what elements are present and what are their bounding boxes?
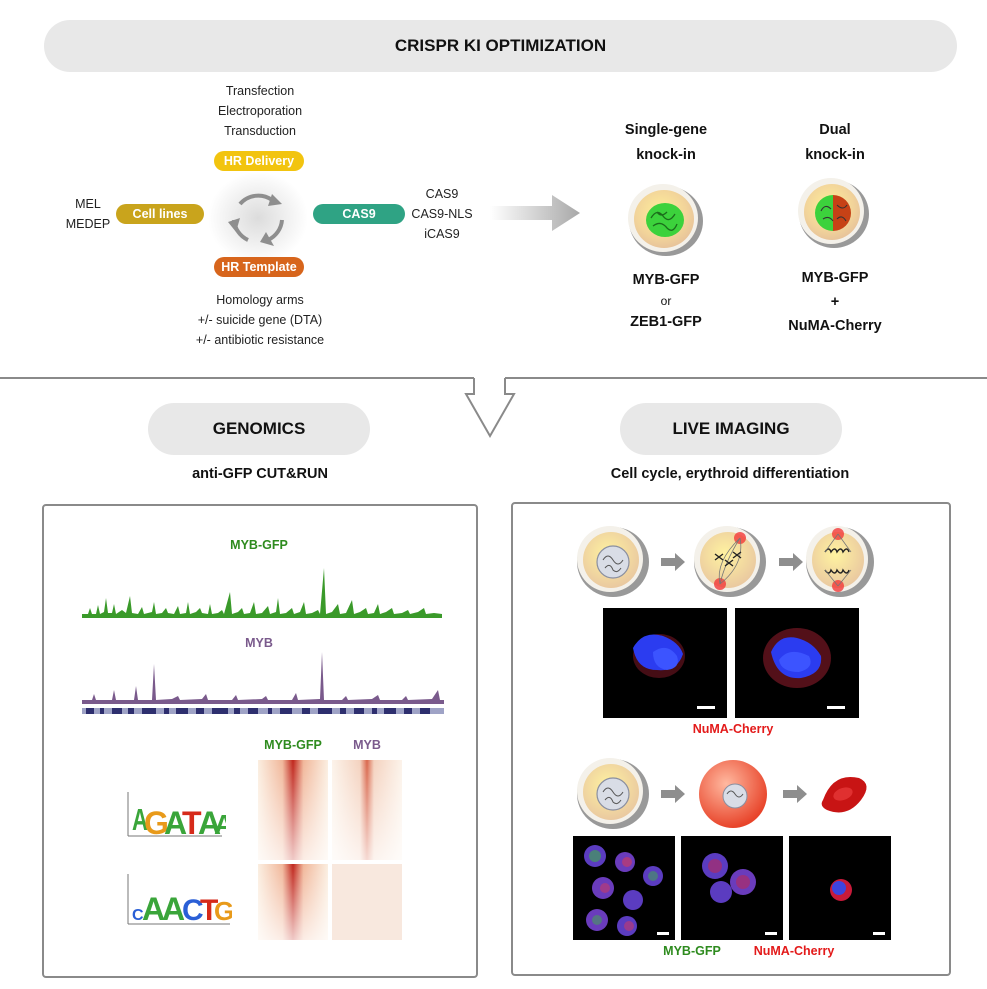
svg-text:A: A [132,802,148,837]
dual-title-1: Dual [819,122,851,138]
svg-text:T: T [182,805,202,841]
dual-line-1: MYB-GFP [801,270,869,286]
genomics-title: GENOMICS [212,419,306,438]
single-knockin-title: Single-gene knock-in [596,118,736,168]
hr-delivery-tag: HR Delivery [214,151,304,171]
cycle-icon [208,172,308,264]
erythroblast-cell [699,760,767,828]
track-label-myb-gfp: MYB-GFP [230,538,288,552]
method-electroporation: Electroporation [217,104,303,118]
differentiation-diagram [577,758,867,829]
hr-template-tag: HR Template [214,257,304,277]
label-myb-gfp-bottom: MYB-GFP [663,944,721,958]
section-divider [0,377,987,439]
template-homology: Homology arms [216,293,304,307]
single-title-1: Single-gene [624,122,708,138]
dual-title-2: knock-in [805,147,865,163]
erythrocyte-cell [821,776,867,813]
prometaphase-cell [694,526,766,597]
dual-plus: + [830,294,840,310]
heatmap-label-myb: MYB [353,738,381,752]
svg-text:T: T [200,894,218,927]
microscopy-diff-3 [789,836,891,940]
cas9-variant-1: CAS9 [425,187,459,201]
imaging-banner: LIVE IMAGING [620,403,842,455]
scale-bar [697,706,715,709]
microscopy-diff-1 [573,836,675,940]
dual-knockin-title: Dual knock-in [765,118,905,168]
heatmap-label-myb-gfp: MYB-GFP [264,738,322,752]
delivery-methods: Transfection Electroporation Transductio… [185,81,335,141]
dual-knockin-labels: MYB-GFP + NuMA-Cherry [765,266,905,338]
down-arrow-icon [464,378,516,439]
imaging-title: LIVE IMAGING [672,419,790,438]
cell-line-medep: MEDEP [65,217,111,231]
header-title: CRISPR KI OPTIMIZATION [394,36,607,55]
single-line-2: ZEB1-GFP [630,314,702,330]
scale-bar [827,706,845,709]
method-transduction: Transduction [224,124,296,138]
svg-text:A: A [214,809,226,840]
cas9-tag: CAS9 [313,204,405,224]
single-line-1: MYB-GFP [632,272,700,288]
label-numa-cherry-top: NuMA-Cherry [692,722,774,736]
template-suicide: +/- suicide gene (DTA) [197,313,323,327]
imaging-panel: NuMA-Cherry [511,502,951,976]
microscopy-numa-2 [735,608,859,718]
single-knockin-cell-icon [628,184,703,256]
cell-cycle-diagram [577,526,874,597]
genomics-subtitle: anti-GFP CUT&RUN [192,466,328,482]
heatmap-panel [258,760,402,940]
svg-text:A: A [162,891,185,927]
genomics-banner: GENOMICS [148,403,370,455]
single-title-2: knock-in [636,147,696,163]
scale-bar [657,932,669,935]
myb-gfp-track [82,568,442,618]
scale-bar [873,932,885,935]
motif-logo-ebox: C A A C T G [127,874,232,927]
template-antibiotic: +/- antibiotic resistance [195,333,325,347]
single-knockin-labels: MYB-GFP or ZEB1-GFP [596,268,736,334]
scale-bar [765,932,777,935]
dual-knockin-cell-icon [798,178,869,248]
cell-lines-tag: Cell lines [116,204,204,224]
svg-text:A: A [164,805,187,841]
header-banner: CRISPR KI OPTIMIZATION [44,20,957,72]
cas9-variant-3: iCAS9 [424,227,460,241]
motif-logo-gata: A G A T A A [127,792,226,841]
dual-line-2: NuMA-Cherry [788,318,882,334]
label-numa-cherry-bottom: NuMA-Cherry [753,944,835,958]
single-or: or [660,294,672,308]
myb-track [82,652,444,714]
genomics-panel: MYB-GFP MYB MYB-GFP MYB [42,504,478,978]
anaphase-cell [806,526,874,597]
cas9-variants: CAS9 CAS9-NLS iCAS9 [402,184,482,244]
interphase-cell [577,526,649,597]
svg-text:A: A [198,805,221,841]
imaging-subtitle: Cell cycle, erythroid differentiation [610,466,850,482]
svg-text:A: A [142,891,165,927]
template-items: Homology arms +/- suicide gene (DTA) +/-… [160,290,360,350]
svg-text:C: C [182,894,204,927]
microscopy-numa-1 [603,608,727,718]
cell-line-list: MEL MEDEP [56,194,120,234]
arrow-right-icon [490,195,580,231]
progenitor-cell [577,758,649,829]
svg-text:G: G [214,896,232,926]
microscopy-diff-2 [681,836,783,940]
method-transfection: Transfection [225,84,295,98]
cell-line-mel: MEL [75,197,101,211]
track-label-myb: MYB [245,636,273,650]
svg-text:C: C [132,907,144,924]
svg-text:G: G [144,805,169,841]
cas9-variant-2: CAS9-NLS [411,207,473,221]
